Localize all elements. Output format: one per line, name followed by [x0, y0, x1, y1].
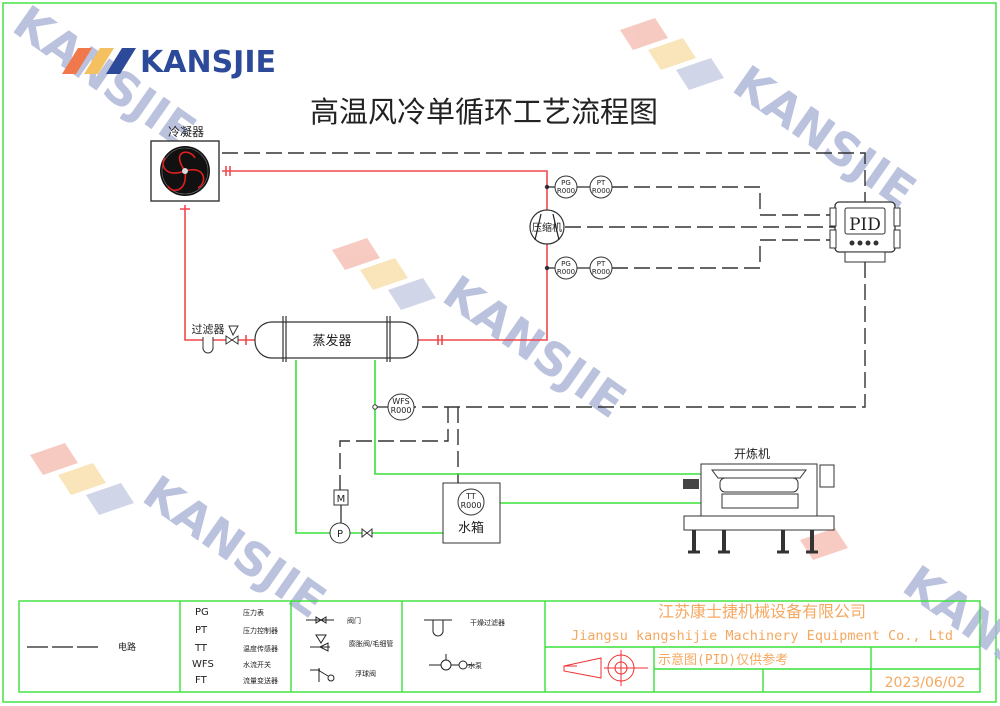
svg-text:M: M: [337, 494, 346, 505]
svg-text:FT: FT: [195, 675, 208, 686]
instrument-pt-bottom: PT R000: [589, 256, 613, 280]
svg-text:压力表: 压力表: [243, 608, 264, 617]
legend-expansion-icon: [310, 634, 330, 652]
svg-text:PT: PT: [597, 260, 606, 268]
evaporator: 蒸发器: [254, 316, 419, 362]
two-roll-mill: 开炼机: [683, 446, 835, 554]
svg-text:R000: R000: [391, 406, 412, 415]
legend-dry-filter-icon: [424, 619, 452, 637]
instrument-pg-top: PG R000: [554, 175, 578, 199]
legend-table: 电路 PG 压力表 PT 压力控制器 TT 温度传感器 WFS 水流开关 FT 流量变送器…: [18, 600, 981, 693]
legend-float-valve-icon: [310, 668, 329, 682]
pid-label: PID: [849, 215, 881, 235]
legend-circuit: 电路: [118, 641, 136, 653]
filter-label: 过滤器: [192, 323, 225, 336]
svg-text:干燥过滤器: 干燥过滤器: [470, 618, 505, 627]
svg-text:PT: PT: [195, 625, 208, 636]
pid-controller: PID: [829, 201, 901, 263]
svg-text:温度传感器: 温度传感器: [243, 644, 278, 653]
compressor-label: 压缩机: [532, 221, 562, 234]
signal-lines: [222, 152, 866, 523]
water-tank: TT R000 水箱: [442, 482, 501, 544]
svg-text:水流开关: 水流开关: [243, 660, 271, 669]
tank-label: 水箱: [458, 520, 484, 536]
svg-text:压力控制器: 压力控制器: [243, 626, 278, 635]
compressor: 压缩机: [529, 209, 565, 245]
legend-pump-icon: [429, 654, 475, 671]
svg-text:PG: PG: [195, 607, 209, 618]
evaporator-label: 蒸发器: [312, 333, 351, 349]
motor: M: [333, 489, 349, 506]
valve-icon: [361, 527, 373, 539]
pump: P: [329, 522, 351, 544]
svg-text:流量变送器: 流量变送器: [243, 676, 278, 685]
company-name-cn: 江苏康士捷机械设备有限公司: [658, 602, 866, 621]
svg-text:R000: R000: [592, 187, 610, 195]
diagram-title: 高温风冷单循环工艺流程图: [310, 95, 658, 129]
condenser: 冷凝器: [150, 124, 220, 202]
instrument-pg-bottom: PG R000: [554, 256, 578, 280]
svg-text:膨胀阀/毛细管: 膨胀阀/毛细管: [349, 639, 393, 648]
mill-label: 开炼机: [734, 446, 770, 461]
drawing-date: 2023/06/02: [885, 675, 966, 691]
legend-codes: PG 压力表 PT 压力控制器 TT 温度传感器 WFS 水流开关 FT 流量变送器: [192, 607, 278, 686]
svg-text:水泵: 水泵: [468, 661, 482, 670]
svg-text:PG: PG: [561, 179, 571, 187]
company-logo: KANSJIE: [62, 45, 276, 80]
svg-text:WFS: WFS: [392, 397, 409, 406]
projection-symbol-icon: [563, 650, 648, 686]
svg-text:WFS: WFS: [192, 659, 214, 670]
svg-text:R000: R000: [461, 501, 482, 510]
svg-text:浮球阀: 浮球阀: [355, 669, 376, 678]
condenser-label: 冷凝器: [168, 124, 204, 139]
legend-valve-icon: [306, 616, 334, 624]
watermark-text: KANSJIE: [724, 55, 926, 219]
company-name-en: Jiangsu kangshijie Machinery Equipment C…: [571, 628, 953, 644]
svg-text:TT: TT: [465, 492, 476, 501]
svg-text:P: P: [337, 529, 343, 540]
reference-note: 示意图(PID)仅供参考: [658, 652, 788, 668]
instrument-pt-top: PT R000: [589, 175, 613, 199]
svg-text:R000: R000: [557, 268, 575, 276]
filter: 过滤器: [192, 323, 225, 354]
watermark-text: KANSJIE: [134, 465, 336, 629]
svg-text:阀门: 阀门: [347, 616, 361, 625]
svg-text:TT: TT: [194, 643, 208, 654]
svg-text:R000: R000: [557, 187, 575, 195]
instrument-wfs: WFS R000: [387, 393, 415, 421]
logo-text: KANSJIE: [140, 45, 276, 80]
svg-text:PG: PG: [561, 260, 571, 268]
watermark-text: KANSJIE: [434, 265, 636, 429]
svg-text:PT: PT: [597, 179, 606, 187]
expansion-valve-icon: [225, 325, 239, 345]
svg-text:R000: R000: [592, 268, 610, 276]
watermark-stripes: [30, 18, 848, 560]
